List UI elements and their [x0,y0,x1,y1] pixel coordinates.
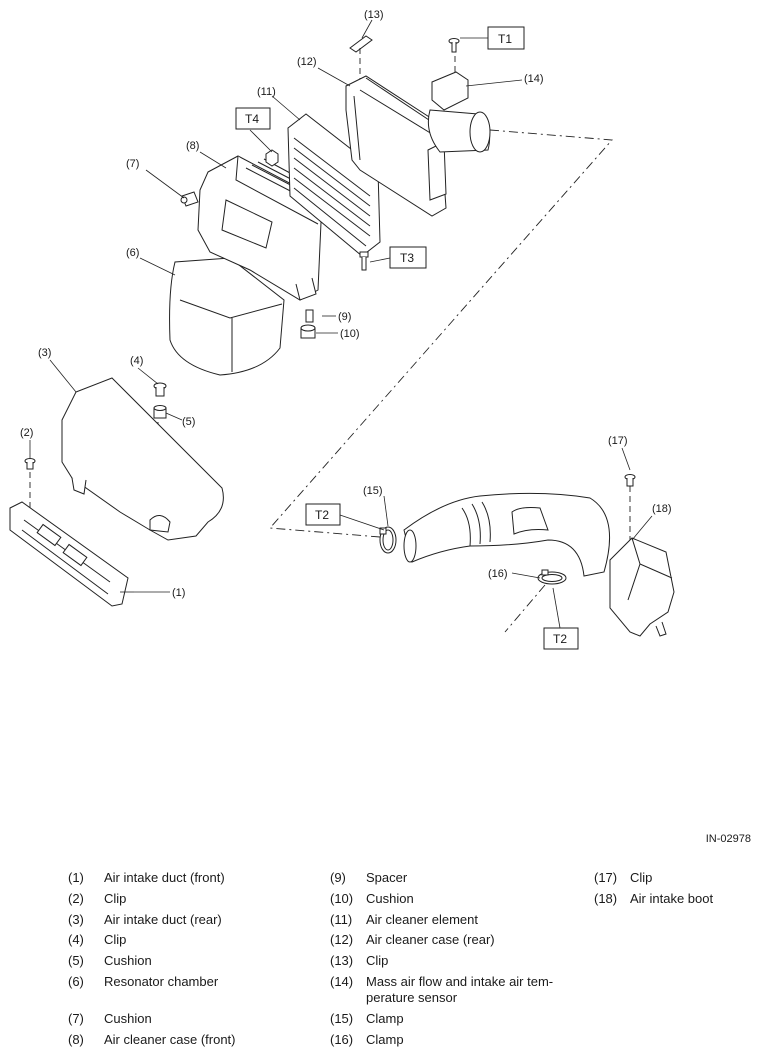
mass-air-flow-sensor [427,71,491,153]
leader-lines [29,19,653,629]
air-cleaner-case-rear [345,75,447,217]
torque-box-t1: T1 [487,26,525,50]
legend-item-number: (7) [68,1011,84,1026]
legend-item-name: Cushion [366,891,414,906]
nut-t4 [265,149,279,167]
legend-item-number: (14) [330,974,354,989]
legend-item-number: (18) [594,891,618,906]
torque-box-t4: T4 [235,107,271,130]
legend-item-name: Cushion [104,953,152,968]
screw-t1 [448,38,460,53]
legend-item-number: (3) [68,912,84,927]
legend-item-number: (1) [68,870,84,885]
legend-item-name: Clamp [366,1011,404,1026]
legend-item-name: Air cleaner element [366,912,478,927]
bolt-t3 [359,251,369,271]
callout-18: (18) [652,503,672,515]
legend-item-name: Air cleaner case (front) [104,1032,236,1047]
figure-id: IN-02978 [705,833,751,845]
legend-item-name: Clip [366,953,389,968]
cushion-7 [180,191,199,207]
legend-item-number: (8) [68,1032,84,1047]
clip-2 [24,458,36,470]
legend-item-number: (13) [330,953,354,968]
legend-item-number: (11) [330,912,353,927]
air-intake-duct-rear [61,377,224,541]
clamp-16 [537,569,567,585]
callout-10: (10) [340,328,360,340]
legend-item-name: Air intake duct (front) [104,870,225,885]
legend-item-name: Clip [104,932,127,947]
cushion-10 [300,324,316,339]
clamp-15 [379,526,397,554]
torque-label-t1: T1 [498,32,512,46]
callout-3: (3) [38,347,51,359]
legend-item-number: (5) [68,953,84,968]
legend-item-name: Air cleaner case (rear) [366,932,495,947]
callout-14: (14) [524,73,544,85]
torque-box-t3: T3 [389,246,427,269]
callout-2: (2) [20,427,33,439]
callout-17: (17) [608,435,628,447]
callout-15: (15) [363,485,383,497]
torque-label-t2-lower: T2 [553,632,567,646]
legend-item-name: Clip [104,891,127,906]
legend-item-number: (6) [68,974,84,989]
torque-label-t4: T4 [245,112,259,126]
legend-item-name: Resonator chamber [104,974,219,989]
callout-4: (4) [130,355,143,367]
legend-item-name: Air intake duct (rear) [104,912,222,927]
legend-item-number: (4) [68,932,84,947]
torque-label-t3: T3 [400,251,414,265]
legend-item-name: Spacer [366,870,408,885]
air-cleaner-element [287,113,381,257]
legend-item-number: (2) [68,891,84,906]
legend-item-name: Cushion [104,1011,152,1026]
clip-4 [153,382,167,397]
callout-16: (16) [488,568,508,580]
cushion-5 [153,405,167,419]
legend-item-name: Clamp [366,1032,404,1047]
legend-item-number: (17) [594,870,618,885]
callout-6: (6) [126,247,139,259]
legend-item-name: Air intake boot [630,891,714,906]
legend-item-number: (10) [330,891,354,906]
air-intake-duct-front [9,501,129,607]
callout-11: (11) [257,86,276,98]
spacer-9 [305,309,314,323]
callout-1: (1) [172,587,185,599]
torque-box-t2-upper: T2 [305,503,341,526]
callout-7: (7) [126,158,139,170]
callout-13: (13) [364,9,384,21]
air-intake-hose [403,492,610,577]
torque-box-t2-lower: T2 [543,627,579,650]
legend-item-number: (16) [330,1032,354,1047]
callout-12: (12) [297,56,317,68]
torque-label-t2-upper: T2 [315,508,329,522]
exploded-parts-diagram: (1) (2) (3) (4) (5) (6) (7) (8) (9) (10)… [9,9,675,650]
callout-5: (5) [182,416,195,428]
legend-item-number: (9) [330,870,346,885]
callout-labels: (1) (2) (3) (4) (5) (6) (7) (8) (9) (10)… [20,9,672,599]
legend-item-number: (12) [330,932,354,947]
legend-item-name: Mass air flow and intake air tem-peratur… [366,974,554,1005]
clip-13 [349,35,373,53]
clip-17 [624,474,636,487]
legend-item-name: Clip [630,870,653,885]
legend-item-number: (15) [330,1011,354,1026]
callout-8: (8) [186,140,199,152]
callout-9: (9) [338,311,351,323]
parts-legend: (1) Air intake duct (front) (2) Clip (3)… [0,868,761,1054]
resonator-chamber [169,257,285,376]
air-intake-boot [609,537,675,637]
